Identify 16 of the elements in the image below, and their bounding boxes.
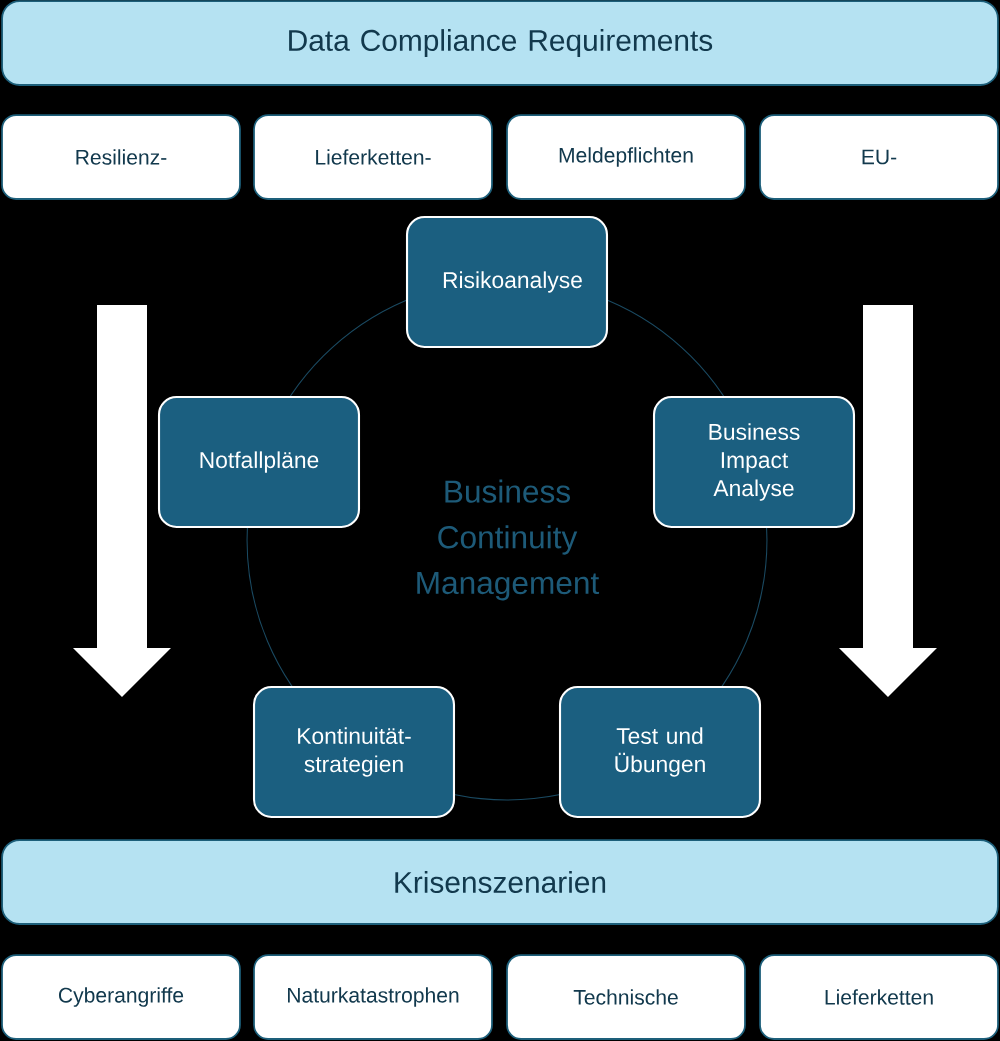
header-band: Data Compliance Requirements [1,0,999,86]
category-box: Naturkatastrophen [253,954,493,1040]
process-box: Test und Übungen [558,685,762,819]
category-box: Technische [506,954,746,1040]
process-box: Risikoanalyse [405,215,609,349]
process-box: Business Impact Analyse [652,395,856,529]
category-box: Lieferketten [759,954,999,1040]
header-band: Krisenszenarien [1,839,999,925]
category-box: Lieferketten- [253,114,493,200]
category-box: Cyberangriffe [1,954,241,1040]
category-box: Resilienz- [1,114,241,200]
category-box: Meldepflichten [506,114,746,200]
center-title: Business Continuity Management [417,479,600,601]
process-box: Kontinuität- strategien [252,685,456,819]
process-box: Notfallpläne [157,395,361,529]
category-box: EU- [759,114,999,200]
